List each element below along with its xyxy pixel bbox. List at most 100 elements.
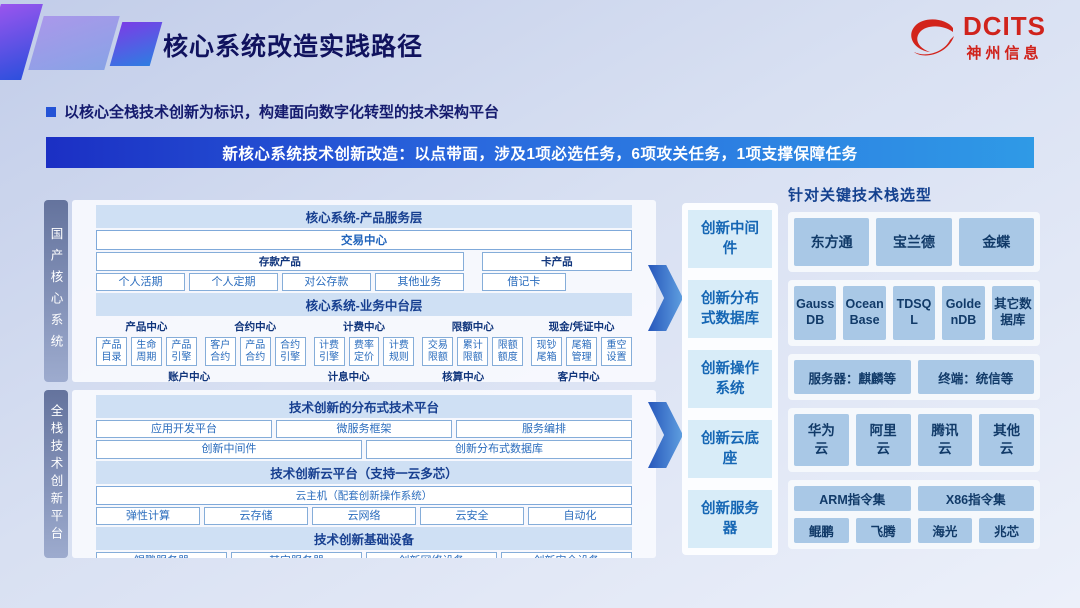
module-box: 创新网络设备 [366, 551, 497, 558]
cloud-row: 弹性计算云存储云网络云安全自动化 [96, 506, 632, 525]
center-title: 计息中心 [327, 370, 370, 382]
middleware-card: 东方通宝兰德金蝶 [788, 212, 1040, 272]
module-box: 对公存款 [281, 273, 371, 292]
logo-name: DCITS [963, 11, 1046, 41]
sidebar-core-label: 国产核心系统 [44, 200, 68, 382]
sidebar-platform-text: 全栈技术创新平台 [48, 404, 63, 544]
center-group: 计费中心 计费引擎费率定价计费规则 [313, 318, 415, 366]
business-layer-header: 核心系统-业务中台层 [96, 293, 632, 317]
module-box: 产品目录 [96, 337, 127, 366]
cloud-card: 华为云阿里云腾讯云其他云 [788, 408, 1040, 472]
module-box: 累计限额 [457, 337, 489, 366]
module-box: 微服务框架 [276, 420, 452, 439]
module-box: 交易限额 [422, 337, 454, 366]
header-ribbon-icon [28, 16, 120, 70]
module-box: 鲲鹏服务器 [96, 551, 227, 558]
center-items: 计费引擎费率定价计费规则 [313, 337, 415, 366]
module-box: 云安全 [420, 506, 524, 525]
module-box: 自动化 [528, 506, 632, 525]
subtitle-text: 以核心全栈技术创新为标识，构建面向数字化转型的技术架构平台 [64, 104, 500, 121]
tech-box: 宝兰德 [876, 218, 952, 266]
tech-box: GoldenDB [942, 286, 985, 340]
module-box: 创新分布式数据库 [366, 440, 632, 459]
innovation-box: 创新服务器 [688, 490, 772, 548]
module-box: 云存储 [204, 506, 308, 525]
logo-subname: 神州信息 [966, 45, 1043, 62]
module-box: 限额额度 [492, 337, 524, 366]
center-title: 产品中心 [125, 321, 168, 334]
tech-box: 华为云 [794, 414, 849, 466]
center-items: 交易限额累计限额限额额度 [422, 337, 524, 366]
card-product-group: 卡产品 借记卡 [481, 252, 632, 292]
tech-box: 东方通 [794, 218, 870, 266]
module-box: 现钞尾箱 [531, 337, 563, 366]
center-items: 现钞尾箱尾箱管理重空设置 [531, 337, 632, 366]
banner: 新核心系统技术创新改造：以点带面，涉及1项必选任务，6项攻关任务，1项支撑保障任… [46, 137, 1034, 168]
innovation-box: 创新中间件 [688, 210, 772, 268]
tech-box: OceanBase [843, 286, 886, 340]
cloud-platform-header: 技术创新云平台（支持一云多芯） [96, 460, 632, 484]
tech-box: 金蝶 [958, 218, 1034, 266]
product-layer-header: 核心系统-产品服务层 [96, 205, 632, 228]
module-box: 应用开发平台 [96, 420, 272, 439]
innovation-box: 创新云底座 [688, 420, 772, 478]
module-box: 创新中间件 [96, 440, 362, 459]
module-box: 计费规则 [383, 337, 415, 366]
center-title: 限额中心 [451, 321, 494, 334]
module-box: 个人定期 [188, 273, 278, 292]
dcits-swoosh-icon [911, 19, 954, 56]
subtitle: 以核心全栈技术创新为标识，构建面向数字化转型的技术架构平台 [46, 101, 499, 122]
module-box: 其它服务器 [231, 551, 362, 558]
card-items: 借记卡 [481, 273, 632, 292]
module-box: 创新安全设备 [501, 551, 632, 558]
distributed-platform-header: 技术创新的分布式技术平台 [96, 395, 632, 418]
tech-box: 兆芯 [979, 518, 1034, 543]
chips-row: 鲲鹏飞腾海光兆芯 [794, 518, 1034, 543]
center-group: 计息中心 计提引擎结息引擎利息总览 [296, 368, 401, 382]
business-centers-row2: 账户中心 借记账户引擎贷记账户引擎资金交换引擎卡券账户引擎 计息中心 计提引擎结… [96, 368, 632, 382]
center-items: 客户合约产品合约合约引擎 [204, 337, 306, 366]
deposit-items: 个人活期个人定期对公存款其他业务 [96, 273, 464, 292]
deposit-group-title: 存款产品 [96, 252, 464, 271]
module-box: 产品引擎 [165, 337, 197, 366]
tech-box: 其他云 [979, 414, 1034, 466]
product-row: 存款产品 个人活期个人定期对公存款其他业务 卡产品 借记卡 [96, 252, 632, 292]
module-box: 计费引擎 [313, 337, 345, 366]
center-title: 合约中心 [234, 321, 277, 334]
tech-box: GaussDB [794, 286, 837, 340]
module-box: 产品合约 [239, 337, 271, 366]
distributed-row1: 应用开发平台微服务框架服务编排 [96, 420, 632, 439]
center-group: 合约中心 客户合约产品合约合约引擎 [204, 318, 306, 366]
module-box: 合约引擎 [274, 337, 306, 366]
center-group: 核算中心 内账核算引擎业务总账 [415, 368, 511, 382]
page-title: 核心系统改造实践路径 [163, 33, 424, 61]
infra-header: 技术创新基础设备 [96, 526, 632, 550]
sidebar-core-text: 国产核心系统 [48, 226, 63, 356]
tech-box: TDSQL [892, 286, 936, 340]
tech-box: 阿里云 [855, 414, 911, 466]
innovation-box: 创新操作系统 [688, 350, 772, 408]
tech-stack-title: 针对关键技术栈选型 [788, 187, 933, 204]
distributed-row2: 创新中间件创新分布式数据库 [96, 440, 632, 459]
platform-panel: 技术创新的分布式技术平台 应用开发平台微服务框架服务编排 创新中间件创新分布式数… [72, 390, 656, 558]
trade-center-bar: 交易中心 [96, 230, 632, 250]
center-group: 账户中心 借记账户引擎贷记账户引擎资金交换引擎卡券账户引擎 [96, 368, 282, 382]
module-box: 弹性计算 [96, 506, 200, 525]
module-box: 费率定价 [348, 337, 380, 366]
module-box: 尾箱管理 [566, 337, 598, 366]
center-title: 核算中心 [442, 370, 485, 382]
center-title: 客户中心 [557, 370, 600, 382]
center-group: 现金/凭证中心 现钞尾箱尾箱管理重空设置 [531, 318, 632, 366]
center-title: 现金/凭证中心 [548, 321, 615, 334]
center-group: 产品中心 产品目录生命周期产品引擎 [96, 318, 197, 366]
module-box: 云网络 [312, 506, 416, 525]
tech-box: 终端：统信等 [917, 360, 1034, 394]
module-box: 其他业务 [374, 273, 464, 292]
center-items: 产品目录生命周期产品引擎 [96, 337, 197, 366]
center-title: 账户中心 [168, 370, 211, 382]
